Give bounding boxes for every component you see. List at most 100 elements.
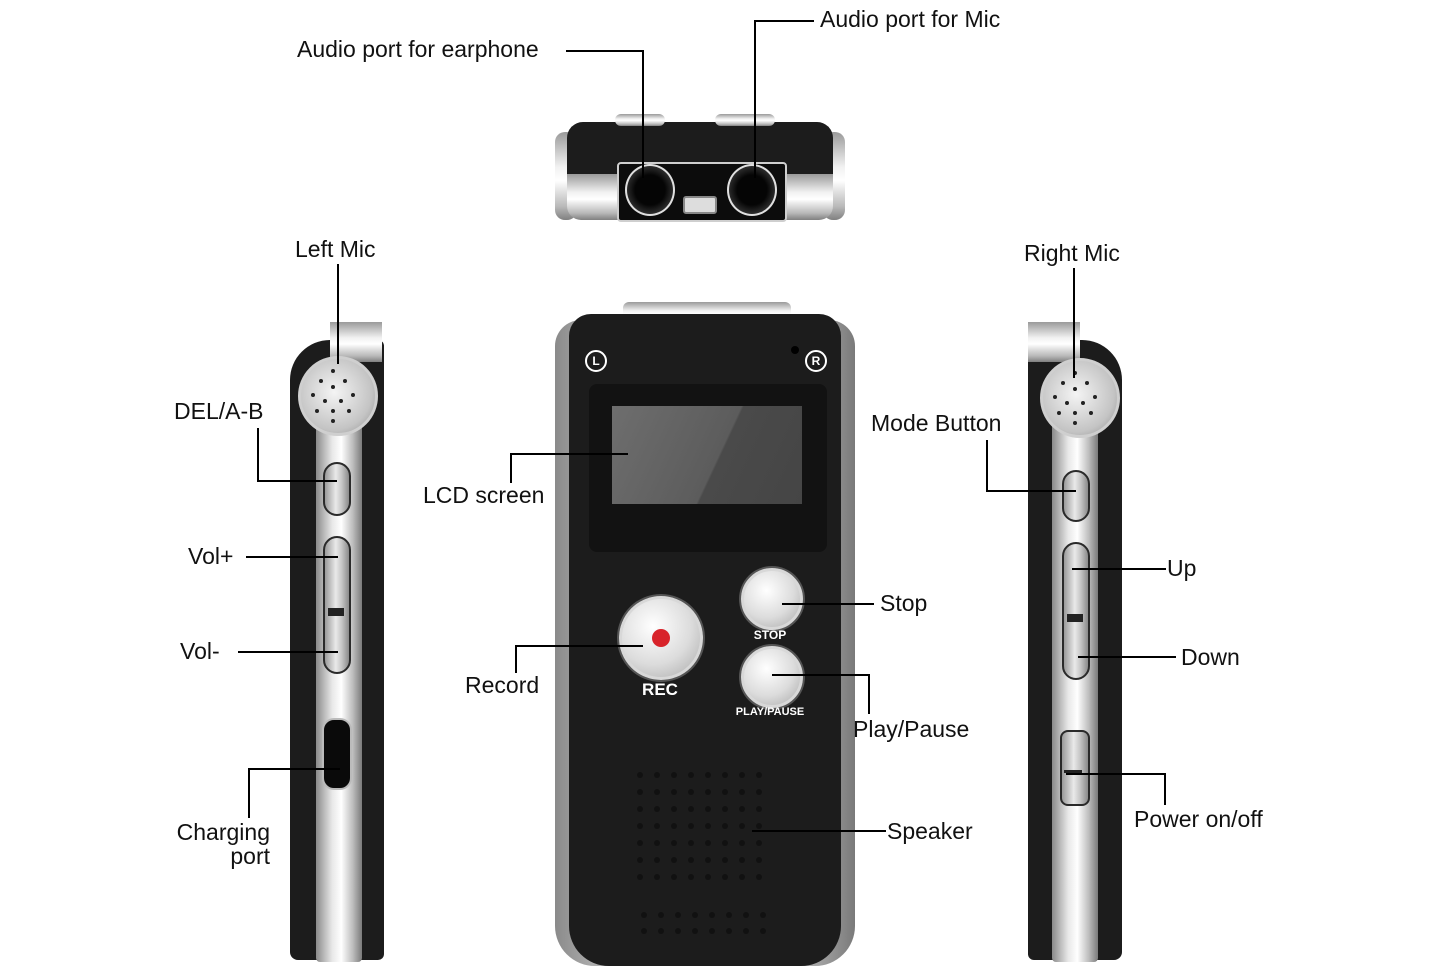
leader-line [752,830,886,832]
speaker-hole [722,823,728,829]
speaker-hole [756,840,762,846]
speaker-hole [739,857,745,863]
right-mic [1040,358,1120,438]
record-button[interactable] [619,596,703,680]
leader-line [337,264,339,364]
speaker-hole [671,806,677,812]
leader-line [515,645,517,673]
label-mode-button: Mode Button [871,410,1002,436]
speaker-hole [692,928,698,934]
speaker-hole [637,806,643,812]
label-right-mic: Right Mic [1024,240,1120,266]
speaker-hole [637,857,643,863]
speaker-hole [705,874,711,880]
speaker-hole [654,806,660,812]
speaker-hole [756,823,762,829]
speaker-hole [722,789,728,795]
label-lcd-screen: LCD screen [423,482,545,508]
mic-hole [319,379,323,383]
speaker-hole [671,840,677,846]
del-ab-button[interactable] [323,462,351,516]
speaker-hole [654,874,660,880]
speaker-hole [654,789,660,795]
mode-button[interactable] [1062,470,1090,522]
label-earphone-port: Audio port for earphone [297,36,539,62]
power-switch[interactable] [1060,730,1090,806]
record-dot-icon [652,629,670,647]
label-charging-line2: port [230,843,270,869]
mic-hole [1081,401,1085,405]
speaker-hole [739,789,745,795]
leader-line [248,768,340,770]
label-play-pause: Play/Pause [853,716,970,742]
usb-port [322,718,352,790]
leader-line [248,768,250,818]
speaker-hole [637,823,643,829]
mic-hole [331,409,335,413]
leader-line [257,480,337,482]
left-mic [298,356,378,436]
speaker-hole [705,772,711,778]
speaker-hole [671,874,677,880]
label-stop: Stop [880,590,928,616]
speaker-hole [688,857,694,863]
left-channel-indicator: L [585,350,607,372]
label-charging-port: Charging port [172,820,270,868]
leader-line [238,651,338,653]
label-charging-line1: Charging [176,819,270,845]
speaker-hole [705,806,711,812]
speaker-hole [637,840,643,846]
speaker-hole [709,928,715,934]
mic-hole [323,399,327,403]
leader-line [754,20,814,22]
leader-line [782,603,874,605]
rec-caption: REC [642,680,678,699]
speaker-hole [688,806,694,812]
speaker-hole [688,840,694,846]
mic-hole [339,399,343,403]
speaker-hole [743,912,749,918]
mic-hole [343,379,347,383]
lcd-screen [612,406,802,504]
leader-line [257,428,259,482]
leader-line [1073,268,1075,378]
leader-line [566,50,644,52]
speaker-hole [641,928,647,934]
speaker-hole [743,928,749,934]
speaker-grill [637,772,777,952]
speaker-hole [688,772,694,778]
stop-button[interactable] [741,568,803,630]
speaker-hole [756,806,762,812]
speaker-hole [637,772,643,778]
mic-hole [1073,421,1077,425]
mic-hole [331,419,335,423]
play-pause-button[interactable] [741,646,803,708]
stop-caption: STOP [753,628,787,642]
speaker-hole [705,857,711,863]
speaker-hole [654,772,660,778]
speaker-hole [739,823,745,829]
device-left-side-view [290,320,386,962]
speaker-hole [675,928,681,934]
mic-jack [727,164,777,216]
speaker-hole [688,823,694,829]
speaker-hole [739,806,745,812]
speaker-hole [726,928,732,934]
speaker-hole [641,912,647,918]
speaker-hole [692,912,698,918]
earphone-jack [625,164,675,216]
speaker-hole [654,857,660,863]
speaker-hole [709,912,715,918]
speaker-hole [705,823,711,829]
leader-line [986,440,988,492]
leader-line [868,674,870,714]
mic-hole [351,393,355,397]
mic-hole [311,393,315,397]
mic-hole [1053,395,1057,399]
label-mic-port: Audio port for Mic [820,6,1001,32]
speaker-hole [726,912,732,918]
speaker-hole [760,912,766,918]
up-down-rocker[interactable] [1062,542,1090,680]
mic-hole [331,369,335,373]
speaker-hole [760,928,766,934]
